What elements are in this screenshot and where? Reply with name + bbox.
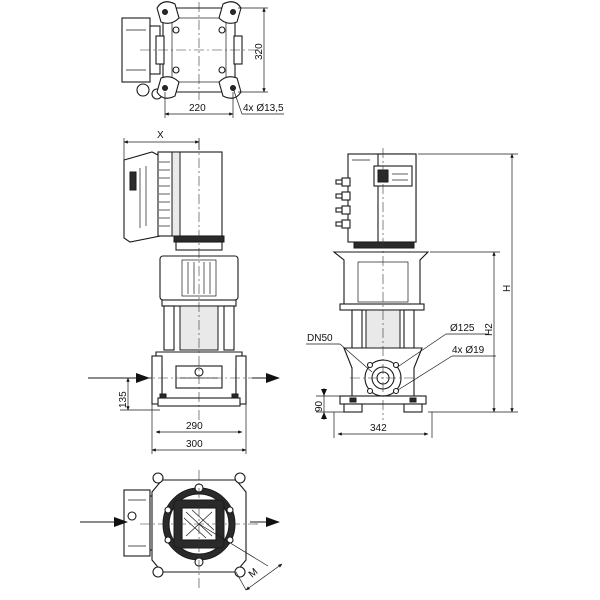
cable-gland-icon: [136, 83, 150, 97]
dim-19-label: 4x Ø19: [452, 345, 485, 356]
dim-220-label: 220: [189, 103, 206, 114]
dim-m-label: M: [247, 567, 260, 581]
dim-342-label: 342: [370, 423, 387, 434]
dim-135-label: 135: [118, 391, 129, 408]
side-view: DN50 Ø125 4x Ø19 H2 H 90 342: [306, 148, 518, 438]
dim-holes-label: 4x Ø13,5: [243, 103, 284, 114]
bottom-control-box: [123, 489, 151, 557]
front-view: X: [88, 130, 280, 454]
dim-dn50-label: DN50: [307, 333, 333, 344]
dim-320-label: 320: [254, 43, 265, 60]
bottom-outlet-arrow-icon: [266, 517, 280, 527]
dim-h2-label: H2: [484, 323, 495, 336]
dim-x-label: X: [157, 130, 164, 141]
dim-h-label: H: [502, 285, 513, 292]
dim-300-label: 300: [186, 439, 203, 450]
top-view: 320 220 4x Ø13,5: [121, 1, 284, 118]
outlet-arrow-icon: [266, 373, 280, 383]
dim-290-label: 290: [186, 421, 203, 432]
bottom-inlet-arrow-icon: [114, 517, 128, 527]
control-box: [123, 151, 161, 243]
bottom-view: M: [80, 470, 283, 591]
dim-90-label: 90: [314, 400, 325, 412]
dim-125-label: Ø125: [450, 323, 475, 334]
